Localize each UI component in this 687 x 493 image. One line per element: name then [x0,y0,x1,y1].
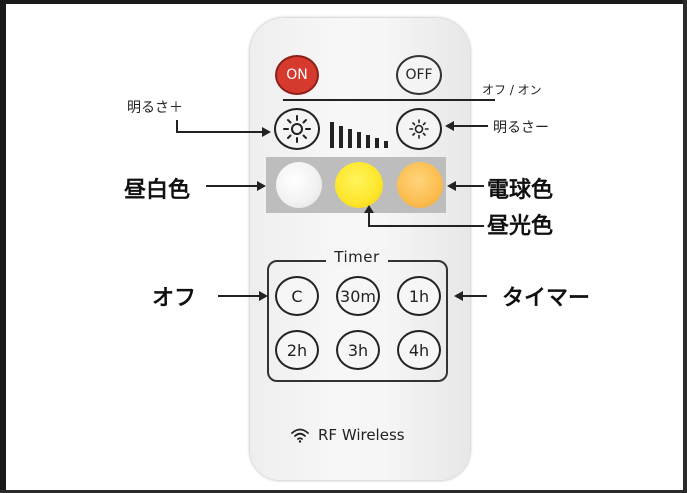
timer-1h-label: 1h [408,286,430,306]
timer-4h-label: 4h [408,340,430,360]
sun-small-icon [409,119,429,139]
daylight-label: 昼光色 [487,214,554,239]
timer-off-arrow-icon [259,291,268,301]
daylight-button[interactable] [335,162,383,208]
wifi-icon [291,428,309,443]
timer-off-pointer-line [218,295,260,297]
timer-1h-button[interactable]: 1h [397,276,441,316]
off-on-label: オフ / オン [482,83,542,97]
brightness-down-button[interactable] [396,108,442,150]
timer-off-label: オフ [152,286,197,311]
frame-edge-bottom [0,490,687,493]
timer-cancel-label: C [291,286,303,306]
warm-white-arrow-icon [447,181,456,191]
timer-3h-label: 3h [347,340,369,360]
frame-edge-top [0,0,687,4]
neutral-white-button[interactable] [276,162,322,208]
timer-30m-label: 30m [340,286,376,306]
brightness-level-bars-icon [330,120,390,148]
warm-white-label: 電球色 [487,178,554,203]
neutral-white-label: 昼白色 [124,178,191,203]
off-button[interactable]: OFF [396,55,442,95]
frame-edge-left [0,0,6,493]
timer-pointer-line [463,295,487,297]
timer-title: Timer [326,248,388,266]
off-on-pointer-line [283,99,495,101]
timer-label: タイマー [502,286,591,311]
timer-3h-button[interactable]: 3h [336,330,380,370]
neutral-white-arrow-icon [257,181,266,191]
timer-30m-button[interactable]: 30m [336,276,380,316]
daylight-pointer-vertical [368,213,370,226]
rf-wireless-footer: RF Wireless [290,426,405,444]
warm-white-button[interactable] [397,162,443,208]
sun-large-icon [283,115,311,143]
brightness-up-arrow-icon [262,127,271,137]
off-button-label: OFF [405,67,433,83]
on-button-label: ON [286,67,308,83]
neutral-white-pointer-line [206,185,258,187]
timer-2h-label: 2h [286,340,308,360]
daylight-pointer-line [368,225,484,227]
timer-arrow-icon [454,291,463,301]
rf-wireless-label: RF Wireless [318,426,405,444]
warm-white-pointer-line [456,185,484,187]
frame-edge-right [683,0,687,493]
brightness-up-button[interactable] [274,108,320,150]
brightness-up-pointer-line [176,131,262,133]
brightness-up-label: 明るさ＋ [127,100,183,116]
timer-cancel-button[interactable]: C [275,276,319,316]
timer-2h-button[interactable]: 2h [275,330,319,370]
on-button[interactable]: ON [275,55,319,95]
brightness-down-label: 明るさー [493,120,549,136]
brightness-up-pointer-vertical [176,120,178,132]
daylight-arrow-icon [364,205,374,213]
timer-4h-button[interactable]: 4h [397,330,441,370]
brightness-down-pointer-line [454,125,488,127]
brightness-down-arrow-icon [445,121,454,131]
